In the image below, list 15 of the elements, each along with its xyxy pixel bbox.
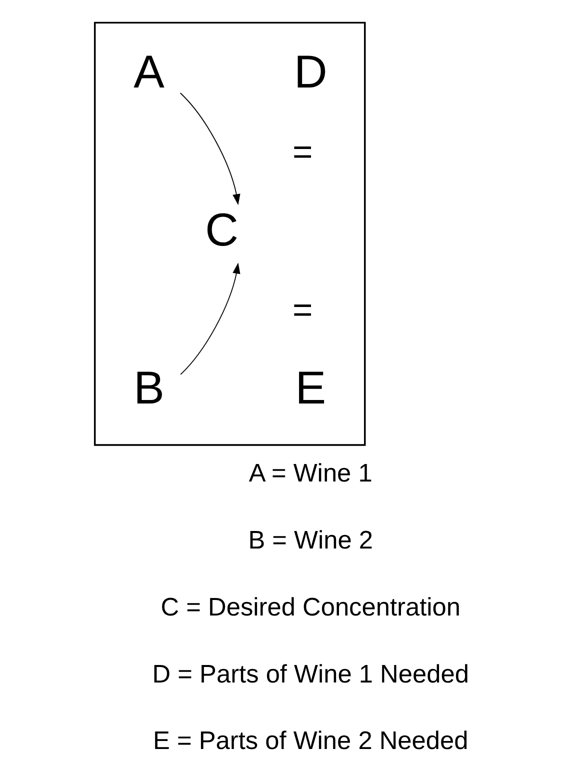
node-text: B — [134, 362, 164, 414]
label: A = Wine 1 — [248, 460, 372, 488]
arrow — [180, 92, 240, 206]
node-text: C — [205, 203, 238, 256]
label: D = Parts of Wine 1 Needed — [152, 660, 469, 688]
node-text: E — [295, 362, 326, 414]
arrow — [180, 262, 240, 375]
label: = — [292, 133, 313, 172]
node-text: D — [294, 45, 328, 98]
cluster — [94, 22, 366, 446]
label: = — [292, 292, 313, 330]
node-text: A — [134, 45, 164, 98]
label: B = Wine 2 — [248, 526, 374, 554]
label: E = Parts of Wine 2 Needed — [153, 727, 468, 756]
label: C = Desired Concentration — [160, 593, 460, 622]
